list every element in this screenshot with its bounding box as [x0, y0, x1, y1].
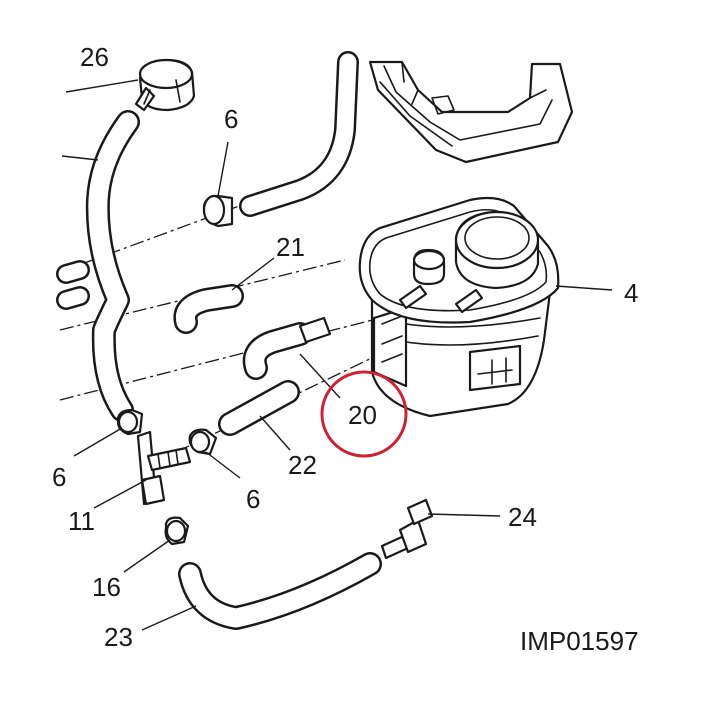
expansion-reservoir — [358, 196, 613, 418]
part-16-clamp — [164, 516, 190, 546]
callout-24: 24 — [508, 502, 537, 532]
callout-21: 21 — [276, 232, 305, 262]
part-20-elbow — [242, 316, 332, 380]
callout-20: 20 — [348, 400, 377, 430]
callout-26: 26 — [80, 42, 109, 72]
callout-6-left: 6 — [52, 462, 66, 492]
leader-lines — [61, 79, 501, 631]
callout-16: 16 — [92, 572, 121, 602]
part-6-clamp-middle — [188, 428, 218, 456]
callout-6-middle: 6 — [246, 484, 260, 514]
left-hose — [56, 110, 140, 422]
upper-hose — [239, 51, 359, 217]
callout-23: 23 — [104, 622, 133, 652]
reference-code: IMP01597 — [520, 626, 639, 656]
part-22-straight-hose — [218, 380, 300, 436]
part-23-lower-hose — [178, 552, 382, 630]
part-26-valve — [134, 58, 196, 112]
callout-11: 11 — [68, 506, 95, 536]
part-24-drain-fitting — [380, 498, 434, 560]
callout-6-upper: 6 — [224, 104, 238, 134]
part-11-tee-fitting — [136, 430, 192, 506]
part-6-clamp-left — [116, 408, 144, 436]
highlight-circle — [320, 370, 408, 458]
part-21-elbow — [173, 284, 244, 334]
reservoir-bracket — [368, 60, 574, 164]
callout-22: 22 — [288, 450, 317, 480]
part-6-clamp-upper — [202, 194, 234, 228]
callout-4: 4 — [624, 278, 638, 308]
